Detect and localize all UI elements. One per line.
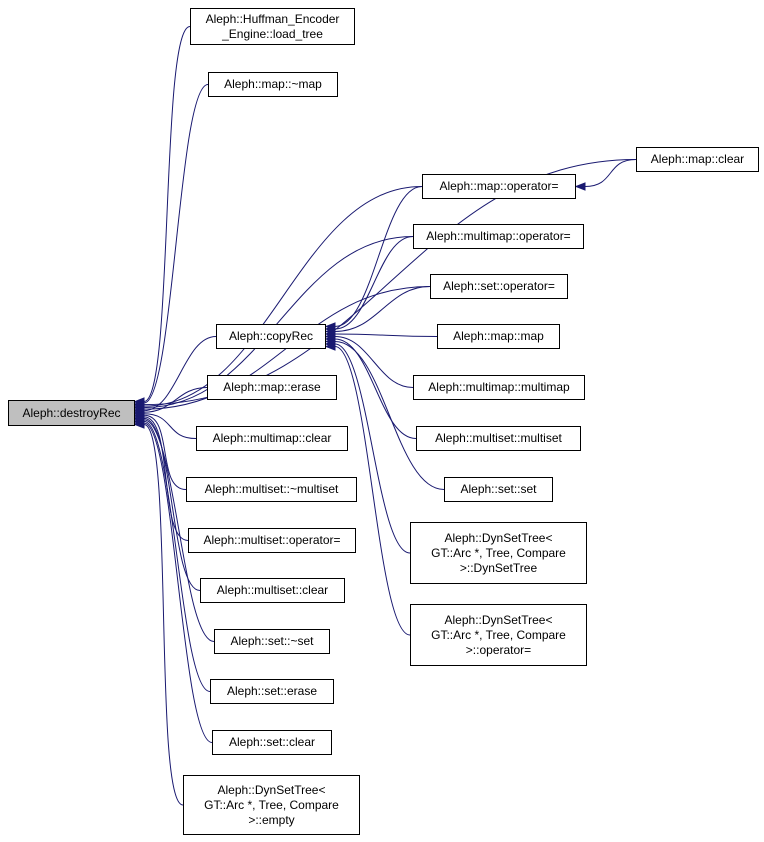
- node-dynsettree-constructor[interactable]: Aleph::DynSetTree< GT::Arc *, Tree, Comp…: [410, 522, 587, 584]
- node-multimap-operator-assign[interactable]: Aleph::multimap::operator=: [413, 224, 584, 249]
- call-edge: [334, 336, 414, 388]
- call-edge: [143, 413, 197, 439]
- call-edge: [584, 159, 637, 187]
- call-edge: [143, 387, 208, 413]
- call-edge: [143, 186, 423, 407]
- node-map-erase[interactable]: Aleph::map::erase: [207, 375, 337, 400]
- node-set-destructor[interactable]: Aleph::set::~set: [214, 629, 330, 654]
- call-edge: [334, 341, 445, 490]
- node-destroyrec: Aleph::destroyRec: [8, 400, 135, 426]
- call-edge: [143, 336, 217, 412]
- node-copyrec[interactable]: Aleph::copyRec: [216, 324, 326, 349]
- call-edge: [143, 423, 184, 806]
- call-edge: [334, 186, 423, 327]
- call-edge: [143, 420, 211, 692]
- node-set-operator-assign[interactable]: Aleph::set::operator=: [430, 274, 568, 299]
- call-edge: [143, 422, 213, 743]
- arrowhead-icon: [324, 342, 336, 351]
- call-edge: [334, 343, 411, 554]
- call-edge: [143, 419, 215, 642]
- node-multiset-operator-assign[interactable]: Aleph::multiset::operator=: [188, 528, 356, 553]
- node-set-clear[interactable]: Aleph::set::clear: [212, 730, 332, 755]
- node-multiset-destructor[interactable]: Aleph::multiset::~multiset: [186, 477, 357, 502]
- node-map-destructor[interactable]: Aleph::map::~map: [208, 72, 338, 97]
- call-edge: [143, 417, 201, 591]
- call-edge: [334, 338, 417, 439]
- node-huffman-load-tree[interactable]: Aleph::Huffman_Encoder _Engine::load_tre…: [190, 8, 355, 45]
- node-multiset-constructor[interactable]: Aleph::multiset::multiset: [416, 426, 581, 451]
- node-multiset-clear[interactable]: Aleph::multiset::clear: [200, 578, 345, 603]
- call-edge: [143, 414, 187, 490]
- call-edge: [143, 26, 191, 403]
- arrowhead-icon: [574, 182, 586, 191]
- call-edge: [334, 236, 414, 330]
- node-set-constructor[interactable]: Aleph::set::set: [444, 477, 553, 502]
- call-edge: [143, 236, 414, 409]
- call-edge: [334, 346, 411, 636]
- call-edge: [143, 84, 209, 404]
- node-dynsettree-empty[interactable]: Aleph::DynSetTree< GT::Arc *, Tree, Comp…: [183, 775, 360, 835]
- call-edge: [334, 333, 438, 337]
- node-dynsettree-operator-assign[interactable]: Aleph::DynSetTree< GT::Arc *, Tree, Comp…: [410, 604, 587, 666]
- node-multimap-constructor[interactable]: Aleph::multimap::multimap: [413, 375, 585, 400]
- node-map-clear[interactable]: Aleph::map::clear: [636, 147, 759, 172]
- node-map-operator-assign[interactable]: Aleph::map::operator=: [422, 174, 576, 199]
- node-set-erase[interactable]: Aleph::set::erase: [210, 679, 334, 704]
- node-map-constructor[interactable]: Aleph::map::map: [437, 324, 560, 349]
- call-edge: [334, 286, 431, 332]
- arrowhead-icon: [133, 420, 145, 429]
- node-multimap-clear[interactable]: Aleph::multimap::clear: [196, 426, 348, 451]
